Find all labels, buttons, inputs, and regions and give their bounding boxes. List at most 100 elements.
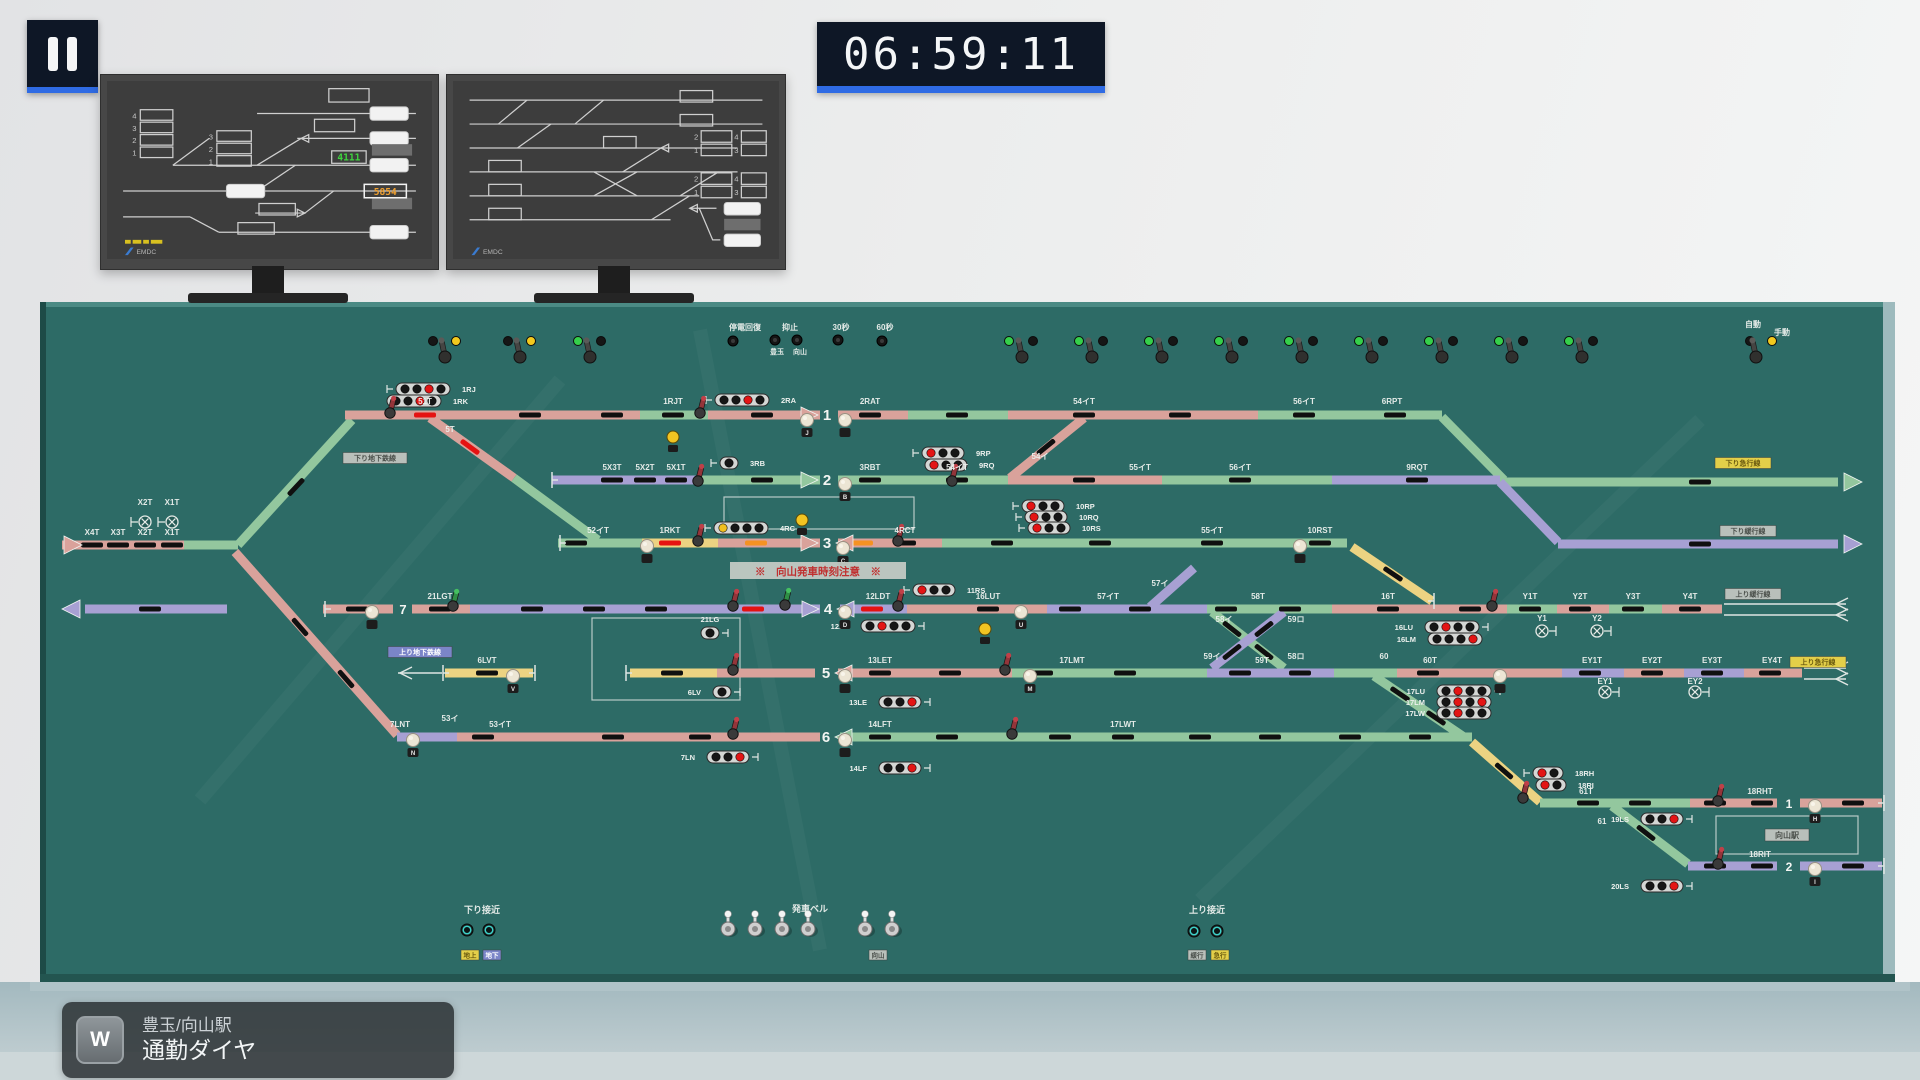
svg-text:Y2T: Y2T <box>1573 592 1588 601</box>
svg-text:18RHT: 18RHT <box>1747 787 1772 796</box>
svg-text:4: 4 <box>734 174 739 183</box>
svg-text:10RS: 10RS <box>1082 524 1101 533</box>
svg-text:EY2: EY2 <box>1687 677 1703 686</box>
monitor-stand <box>188 293 348 303</box>
svg-text:60T: 60T <box>1423 656 1437 665</box>
svg-text:3: 3 <box>209 132 213 141</box>
svg-text:地上: 地上 <box>464 950 478 959</box>
monitor-logo: EMDC <box>136 249 156 256</box>
svg-text:55イT: 55イT <box>1201 526 1223 535</box>
svg-text:3: 3 <box>823 535 831 552</box>
svg-text:1RK: 1RK <box>453 397 469 406</box>
svg-text:59ロ: 59ロ <box>1288 615 1305 624</box>
svg-text:11RS: 11RS <box>967 586 985 595</box>
svg-text:J: J <box>805 431 808 437</box>
monitor-stand <box>598 266 630 294</box>
svg-text:2: 2 <box>694 174 698 183</box>
svg-text:X1T: X1T <box>165 498 180 507</box>
train-number-orange: 5854 <box>374 187 397 198</box>
svg-text:Y2: Y2 <box>1592 614 1602 623</box>
monitor-stand <box>252 266 284 294</box>
svg-text:向山: 向山 <box>793 347 807 356</box>
svg-text:21LGT: 21LGT <box>428 592 453 601</box>
svg-text:V: V <box>511 687 515 693</box>
svg-text:下り緩行線: 下り緩行線 <box>1731 527 1766 536</box>
svg-text:Y1: Y1 <box>1537 614 1547 623</box>
svg-text:1RJ: 1RJ <box>462 385 476 394</box>
svg-text:1RKT: 1RKT <box>660 526 681 535</box>
svg-text:13LE: 13LE <box>849 698 867 707</box>
svg-text:豊玉: 豊玉 <box>770 347 784 356</box>
svg-text:1: 1 <box>1786 797 1793 811</box>
svg-text:向山駅: 向山駅 <box>1775 830 1800 840</box>
svg-text:I: I <box>1814 880 1816 886</box>
svg-text:58イ: 58イ <box>1216 615 1233 624</box>
svg-text:56イT: 56イT <box>1229 463 1251 472</box>
svg-text:16LM: 16LM <box>1397 635 1416 644</box>
svg-text:7: 7 <box>399 602 406 617</box>
svg-text:2: 2 <box>823 472 831 489</box>
svg-text:急行: 急行 <box>1214 950 1228 959</box>
scenario-info: W 豊玉/向山駅 通勤ダイヤ <box>62 1002 454 1078</box>
svg-text:18RIT: 18RIT <box>1749 850 1771 859</box>
svg-text:56イT: 56イT <box>1293 397 1315 406</box>
svg-text:抑止: 抑止 <box>782 322 798 332</box>
svg-text:30秒: 30秒 <box>833 322 850 332</box>
svg-text:発車ベル: 発車ベル <box>791 903 828 914</box>
svg-text:緩行: 緩行 <box>1191 950 1205 959</box>
svg-text:6LVT: 6LVT <box>478 656 497 665</box>
svg-text:10RP: 10RP <box>1076 502 1095 511</box>
svg-text:上り接近: 上り接近 <box>1189 904 1225 915</box>
svg-text:上り急行線: 上り急行線 <box>1801 658 1836 667</box>
svg-text:53イT: 53イT <box>489 720 511 729</box>
svg-text:B: B <box>843 495 848 501</box>
monitor-right: 2 1 4 3 2 1 4 3 EMDC <box>446 74 786 270</box>
svg-text:12LDT: 12LDT <box>866 592 891 601</box>
svg-text:X3T: X3T <box>111 528 126 537</box>
svg-text:10RST: 10RST <box>1308 526 1333 535</box>
schedule-name: 通勤ダイヤ <box>142 1037 257 1064</box>
monitor-stand <box>534 293 694 303</box>
svg-text:5X3T: 5X3T <box>602 463 621 472</box>
svg-text:X2T: X2T <box>138 528 153 537</box>
svg-text:59イ: 59イ <box>1204 652 1221 661</box>
svg-text:2: 2 <box>1786 860 1793 874</box>
svg-text:上り緩行線: 上り緩行線 <box>1736 590 1771 599</box>
svg-text:57イT: 57イT <box>1097 592 1119 601</box>
svg-text:手動: 手動 <box>1774 327 1790 337</box>
svg-text:3: 3 <box>734 188 738 197</box>
svg-text:61T: 61T <box>1579 787 1593 796</box>
svg-text:3RB: 3RB <box>750 459 766 468</box>
svg-text:6: 6 <box>822 729 830 746</box>
svg-text:1: 1 <box>132 149 136 158</box>
svg-text:17LM: 17LM <box>1406 698 1425 707</box>
svg-text:1RJT: 1RJT <box>663 397 683 406</box>
svg-text:地下: 地下 <box>486 950 500 959</box>
svg-text:5X1T: 5X1T <box>666 463 685 472</box>
svg-text:2: 2 <box>209 145 213 154</box>
svg-text:上り地下鉄線: 上り地下鉄線 <box>399 648 441 657</box>
svg-text:3: 3 <box>132 124 136 133</box>
svg-text:7LN: 7LN <box>681 753 695 762</box>
svg-text:58ロ: 58ロ <box>1288 652 1305 661</box>
svg-text:54イT: 54イT <box>946 463 968 472</box>
svg-text:51T: 51T <box>418 397 432 406</box>
svg-text:3: 3 <box>734 146 738 155</box>
pause-button[interactable] <box>27 20 98 93</box>
pause-icon <box>67 36 77 71</box>
svg-text:EY3T: EY3T <box>1702 656 1722 665</box>
svg-text:57イ: 57イ <box>1152 579 1169 588</box>
svg-text:20LS: 20LS <box>1611 882 1629 891</box>
svg-text:58T: 58T <box>1251 592 1265 601</box>
svg-text:17LU: 17LU <box>1407 687 1425 696</box>
svg-text:7LNT: 7LNT <box>390 720 410 729</box>
svg-text:54イ: 54イ <box>1032 452 1049 461</box>
svg-text:4: 4 <box>734 132 739 141</box>
svg-text:EY1: EY1 <box>1597 677 1613 686</box>
svg-text:2RAT: 2RAT <box>860 397 880 406</box>
svg-text:60秒: 60秒 <box>877 322 894 332</box>
svg-text:53イ: 53イ <box>442 714 459 723</box>
monitor-left: 4 3 2 1 3 2 1 4111 5854 EMDC <box>100 74 439 270</box>
